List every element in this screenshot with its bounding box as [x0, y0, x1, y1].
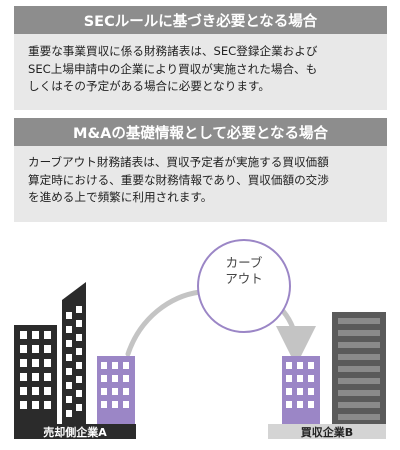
section-2-body: カーブアウト財務諸表は、買収予定者が実施する買収価額 算定時における、重要な財務…	[14, 146, 387, 222]
section-2-title: M&Aの基礎情報として必要となる場合	[73, 125, 328, 142]
section-1-line: しくはその予定がある場合に必要となります。	[28, 79, 270, 93]
section-2-line: 算定時における、重要な財務情報であり、買収価額の交渉	[28, 172, 329, 187]
company-b-label-text: 買収企業B	[300, 425, 354, 439]
section-1-body: 重要な事業買収に係る財務諸表は、SEC登録企業および SEC上場申請中の企業によ…	[14, 34, 387, 110]
section-2-header: M&Aの基礎情報として必要となる場合	[14, 118, 387, 146]
company-a-building-tall	[62, 282, 86, 424]
section-1-header: SECルールに基づき必要となる場合	[14, 6, 387, 34]
carve-out-label-line-2: アウト	[225, 271, 263, 286]
company-b-acquired-building	[282, 356, 320, 424]
section-1-title: SECルールに基づき必要となる場合	[83, 13, 318, 30]
carve-out-diagram	[14, 239, 386, 424]
company-b-building	[332, 312, 386, 424]
company-a-carve-out-building	[97, 356, 135, 424]
section-1-line: SEC上場申請中の企業により買収が実施された場合、も	[28, 61, 318, 76]
company-a-label: 売却側企業A	[14, 424, 136, 439]
carve-out-label-line-1: カーブ	[225, 255, 263, 270]
arc-arrow-left	[125, 289, 203, 357]
carve-out-circle	[197, 239, 291, 333]
arc-arrow-right	[275, 308, 316, 366]
section-1-line: 重要な事業買収に係る財務諸表は、SEC登録企業および	[28, 44, 318, 58]
company-a-building-short	[14, 325, 57, 424]
section-2-line: を進める上で頻繁に利用されます。	[28, 190, 213, 204]
carve-out-label: カーブ アウト	[195, 255, 293, 287]
section-2-line: カーブアウト財務諸表は、買収予定者が実施する買収価額	[28, 155, 329, 169]
company-b-label: 買収企業B	[268, 424, 386, 439]
company-a-label-text: 売却側企業A	[43, 425, 107, 439]
